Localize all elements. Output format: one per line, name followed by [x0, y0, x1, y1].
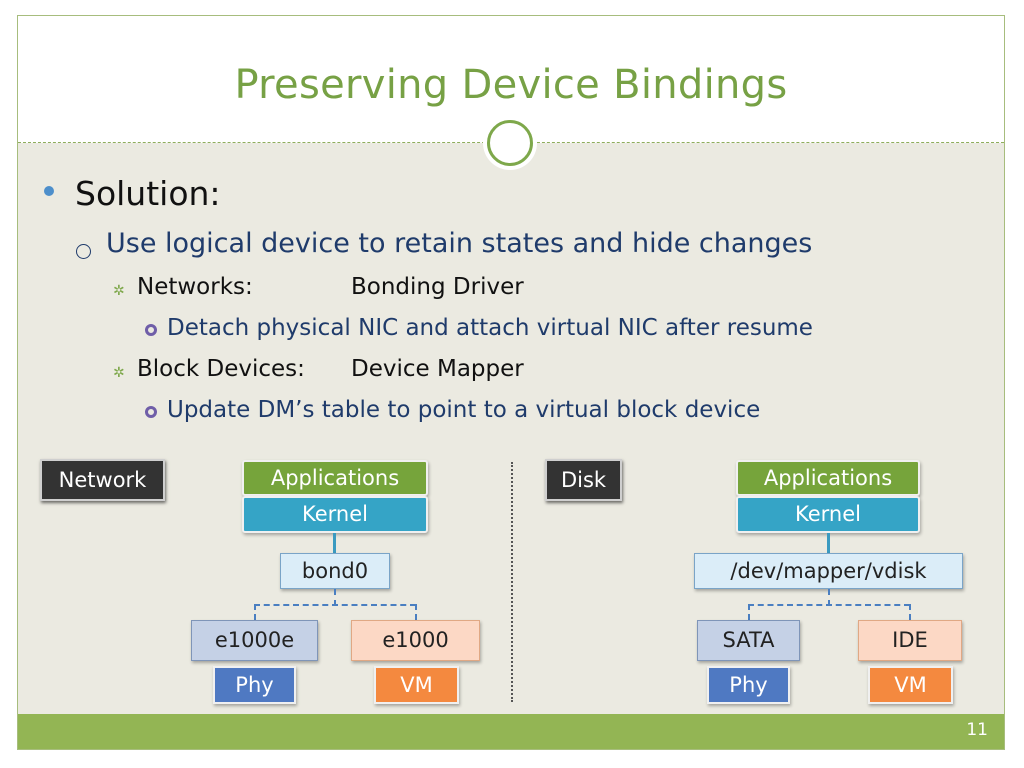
bullet-block-detail: Update DM’s table to point to a virtual … [167, 397, 761, 423]
disk-dashed-connector [748, 604, 750, 620]
network-phy-label: Phy [213, 666, 296, 704]
network-dashed-connector [254, 604, 256, 620]
bullet-solution: Solution: [75, 174, 221, 213]
disk-dashed-connector [909, 604, 911, 620]
network-dashed-connector [254, 604, 416, 606]
bullet-block-label: Block Devices: [137, 356, 305, 382]
network-connector-line [333, 533, 336, 553]
bullet-networks-value: Bonding Driver [351, 274, 524, 300]
star-bullet-icon: ✲ [113, 365, 125, 381]
bullet-logical-device: Use logical device to retain states and … [106, 228, 813, 259]
disk-connector-line [827, 533, 830, 553]
slide-title: Preserving Device Bindings [234, 62, 788, 108]
disk-dashed-connector [828, 589, 830, 606]
network-logical-device-box: bond0 [280, 553, 390, 589]
disk-tag: Disk [545, 459, 622, 501]
network-vm-label: VM [374, 666, 459, 704]
network-physical-nic-box: e1000e [191, 620, 318, 661]
footer-bar: 11 [18, 714, 1004, 749]
bullet-dot-icon [44, 186, 54, 196]
slide-frame [17, 15, 1005, 750]
disk-applications-box: Applications [736, 460, 920, 496]
disk-logical-device-box: /dev/mapper/vdisk [694, 553, 963, 589]
diagram-separator [511, 462, 513, 702]
network-virtual-nic-box: e1000 [351, 620, 480, 661]
disk-virtual-device-box: IDE [858, 620, 962, 661]
network-tag: Network [40, 459, 165, 501]
ring-bullet-icon [145, 406, 157, 418]
network-kernel-box: Kernel [242, 496, 428, 533]
network-dashed-connector [334, 589, 336, 606]
bullet-block-value: Device Mapper [351, 356, 524, 382]
page-number: 11 [966, 720, 988, 740]
disk-physical-device-box: SATA [697, 620, 800, 661]
hollow-circle-bullet-icon [76, 244, 91, 259]
star-bullet-icon: ✲ [113, 283, 125, 299]
disk-dashed-connector [748, 604, 910, 606]
network-dashed-connector [415, 604, 417, 620]
disk-vm-label: VM [868, 666, 953, 704]
network-applications-box: Applications [242, 460, 428, 496]
ring-bullet-icon [145, 324, 157, 336]
bullet-networks-detail: Detach physical NIC and attach virtual N… [167, 315, 813, 341]
divider-ring-ornament [487, 120, 533, 166]
disk-phy-label: Phy [707, 666, 790, 704]
bullet-networks-label: Networks: [137, 274, 253, 300]
disk-kernel-box: Kernel [736, 496, 920, 533]
